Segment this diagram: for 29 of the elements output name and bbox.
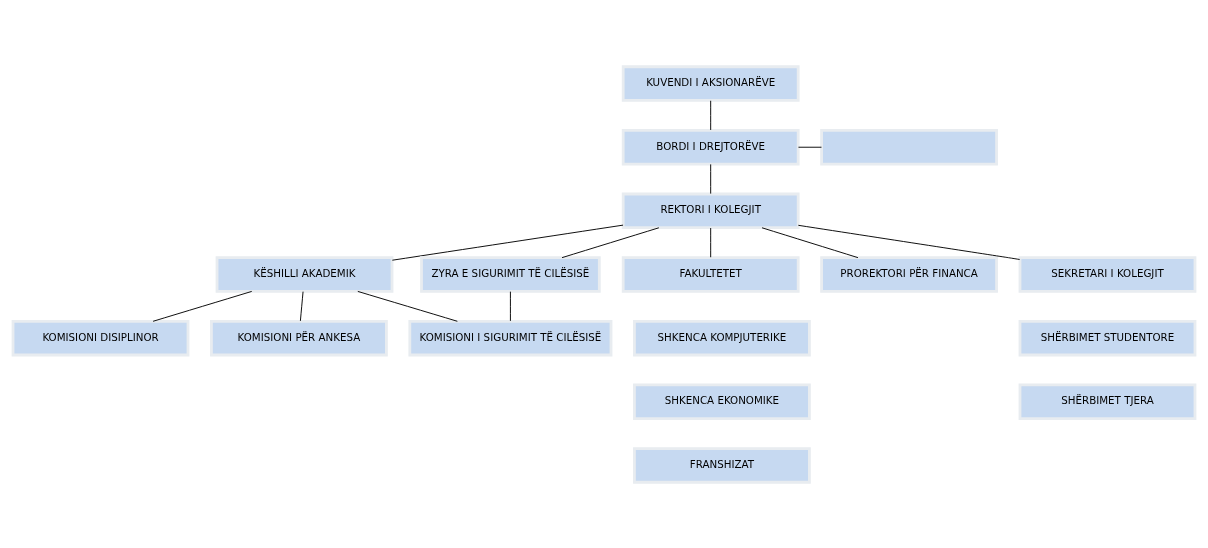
node-box: FRANSHIZAT: [633, 446, 811, 484]
node-box: PROREKTORI PËR FINANCA: [820, 255, 998, 293]
connector: [561, 226, 660, 258]
node-box: KUVENDI I AKSIONARËVE: [621, 64, 800, 102]
node-box: SHËRBIMET STUDENTORE: [1018, 319, 1197, 356]
connector: [797, 224, 1021, 260]
node-box: KËSHILLI AKADEMIK: [215, 255, 394, 293]
node-box: REKTORI I KOLEGJIT: [621, 192, 800, 229]
node-box: KOMISIONI DISIPLINOR: [11, 319, 190, 356]
node-box: SHKENCA EKONOMIKE: [633, 383, 811, 420]
connector: [299, 290, 304, 321]
node-box: FAKULTETET: [621, 255, 800, 293]
connector: [798, 146, 822, 148]
connector: [509, 290, 511, 321]
node-box: [820, 128, 998, 165]
node-box: KOMISIONI I SIGURIMIT TË CILËSISË: [408, 319, 613, 356]
connector: [357, 290, 458, 322]
node-box: SEKRETARI I KOLEGJIT: [1018, 255, 1197, 293]
connector: [710, 227, 712, 258]
connector: [761, 226, 859, 258]
node-box: ZYRA E SIGURIMIT TË CILËSISË: [420, 255, 601, 293]
node-box: BORDI I DREJTORËVE: [621, 128, 800, 165]
node-box: SHËRBIMET TJERA: [1018, 383, 1197, 420]
connector: [710, 99, 712, 130]
node-box: SHKENCA KOMPJUTERIKE: [633, 319, 811, 356]
connector: [152, 290, 253, 322]
connector: [391, 224, 624, 261]
connector: [710, 163, 712, 194]
node-box: KOMISIONI PËR ANKESA: [210, 319, 388, 356]
